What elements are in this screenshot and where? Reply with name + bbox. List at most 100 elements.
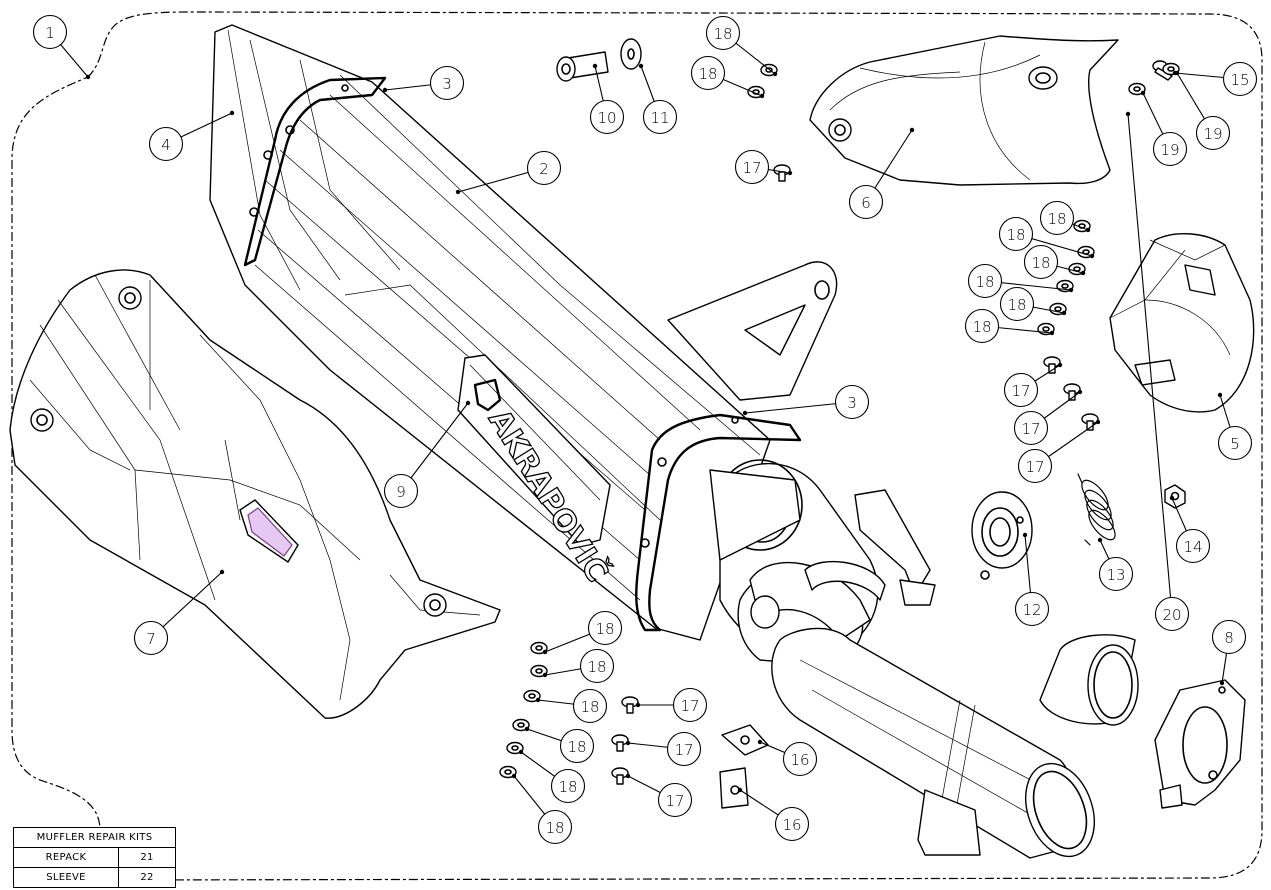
callout-circle: [1039, 200, 1075, 236]
part-callout-4[interactable]: 4: [148, 126, 184, 162]
part-callout-19[interactable]: 19: [1195, 115, 1231, 151]
part-callout-18[interactable]: 18: [550, 768, 586, 804]
part-callout-18[interactable]: 18: [1039, 200, 1075, 236]
leader-dot: [635, 702, 641, 708]
washer: [530, 641, 548, 655]
callout-circle: [1098, 556, 1134, 592]
part-callout-18[interactable]: 18: [572, 688, 608, 724]
leader-dot: [737, 787, 743, 793]
part-callout-18[interactable]: 18: [967, 263, 1003, 299]
washer: [1049, 302, 1067, 316]
part-callout-18[interactable]: 18: [705, 15, 741, 51]
callout-number: 19: [1160, 141, 1179, 159]
part-callout-17[interactable]: 17: [657, 782, 693, 818]
callout-number: 18: [545, 819, 564, 837]
callout-circle: [642, 99, 678, 135]
washer-hole: [1061, 283, 1069, 289]
callout-circle: [1023, 244, 1059, 280]
part-callout-9[interactable]: 9: [383, 473, 419, 509]
leader-dot: [759, 93, 765, 99]
part-callout-18[interactable]: 18: [579, 648, 615, 684]
callout-circle: [782, 741, 818, 777]
callout-number: 7: [146, 630, 156, 648]
callout-number: 17: [1025, 458, 1044, 476]
callout-circle: [1195, 115, 1231, 151]
part-callout-18[interactable]: 18: [999, 286, 1035, 322]
leader-dot: [742, 410, 748, 416]
leader-line: [400, 402, 469, 492]
repair-kits-title: MUFFLER REPAIR KITS: [13, 827, 176, 848]
table-row: SLEEVE 22: [13, 867, 176, 888]
washer-hole: [535, 645, 543, 651]
part-callout-12[interactable]: 12: [1014, 591, 1050, 627]
part-callout-17[interactable]: 17: [1017, 448, 1053, 484]
kit-label: SLEEVE: [13, 867, 119, 888]
kit-number: 21: [118, 847, 176, 868]
repair-kits-table: MUFFLER REPAIR KITS REPACK 21 SLEEVE 22: [13, 827, 176, 888]
washer-hole: [1054, 306, 1062, 312]
callout-circle: [579, 648, 615, 684]
part-callout-1[interactable]: 1: [32, 14, 68, 50]
callout-number: 9: [396, 483, 406, 501]
leader-dot: [465, 400, 471, 406]
washer-hole: [504, 769, 512, 775]
part-callout-5[interactable]: 5: [1217, 425, 1253, 461]
callout-number: 2: [539, 160, 549, 178]
washer: [530, 664, 548, 678]
part-callout-13[interactable]: 13: [1098, 556, 1134, 592]
part-callout-17[interactable]: 17: [734, 149, 770, 185]
callout-number: 10: [597, 109, 616, 127]
callout-number: 17: [1011, 382, 1030, 400]
callout-circle: [848, 184, 884, 220]
clip-16a: [721, 724, 769, 756]
part-callout-11[interactable]: 11: [642, 99, 678, 135]
leader-dot: [1077, 389, 1083, 395]
part-callout-18[interactable]: 18: [1023, 244, 1059, 280]
leader-dot: [524, 726, 530, 732]
part-callout-14[interactable]: 14: [1175, 528, 1211, 564]
part-callout-18[interactable]: 18: [587, 610, 623, 646]
callout-number: 4: [161, 136, 171, 154]
bolt-10: [556, 51, 609, 82]
callout-circle: [1152, 131, 1188, 167]
part-callout-18[interactable]: 18: [537, 809, 573, 845]
part-callout-16[interactable]: 16: [782, 741, 818, 777]
part-callout-18[interactable]: 18: [690, 55, 726, 91]
part-callout-17[interactable]: 17: [666, 731, 702, 767]
part-callout-16[interactable]: 16: [774, 806, 810, 842]
callout-circle: [1014, 591, 1050, 627]
callout-number: 16: [790, 751, 809, 769]
part-callout-17[interactable]: 17: [1013, 410, 1049, 446]
leader-dot: [542, 649, 548, 655]
callout-number: 8: [1224, 629, 1234, 647]
part-callout-2[interactable]: 2: [526, 150, 562, 186]
callout-number: 20: [1162, 606, 1181, 624]
part-callout-3[interactable]: 3: [429, 65, 465, 101]
part-callout-18[interactable]: 18: [559, 728, 595, 764]
screw-shank: [626, 703, 634, 714]
part-callout-19[interactable]: 19: [1152, 131, 1188, 167]
leader-dot: [1085, 227, 1091, 233]
callout-number: 12: [1022, 601, 1041, 619]
part-callout-18[interactable]: 18: [998, 216, 1034, 252]
part-callout-17[interactable]: 17: [1003, 372, 1039, 408]
callout-circle: [1217, 425, 1253, 461]
part-callout-10[interactable]: 10: [589, 99, 625, 135]
part-callout-17[interactable]: 17: [672, 687, 708, 723]
part-callout-20[interactable]: 20: [1154, 596, 1190, 632]
callout-number: 5: [1230, 435, 1240, 453]
part-callout-8[interactable]: 8: [1211, 619, 1247, 655]
callout-number: 18: [1047, 210, 1066, 228]
part-callout-15[interactable]: 15: [1222, 61, 1258, 97]
sleeve-20: [1039, 634, 1139, 726]
callout-circle: [657, 782, 693, 818]
part-callout-7[interactable]: 7: [133, 620, 169, 656]
link-pipe: [709, 459, 1095, 859]
leader-dot: [1061, 310, 1067, 316]
clip-16b: [719, 767, 749, 809]
part-callout-18[interactable]: 18: [964, 308, 1000, 344]
part-callout-3[interactable]: 3: [834, 384, 870, 420]
part-callout-6[interactable]: 6: [848, 184, 884, 220]
callout-circle: [1013, 410, 1049, 446]
